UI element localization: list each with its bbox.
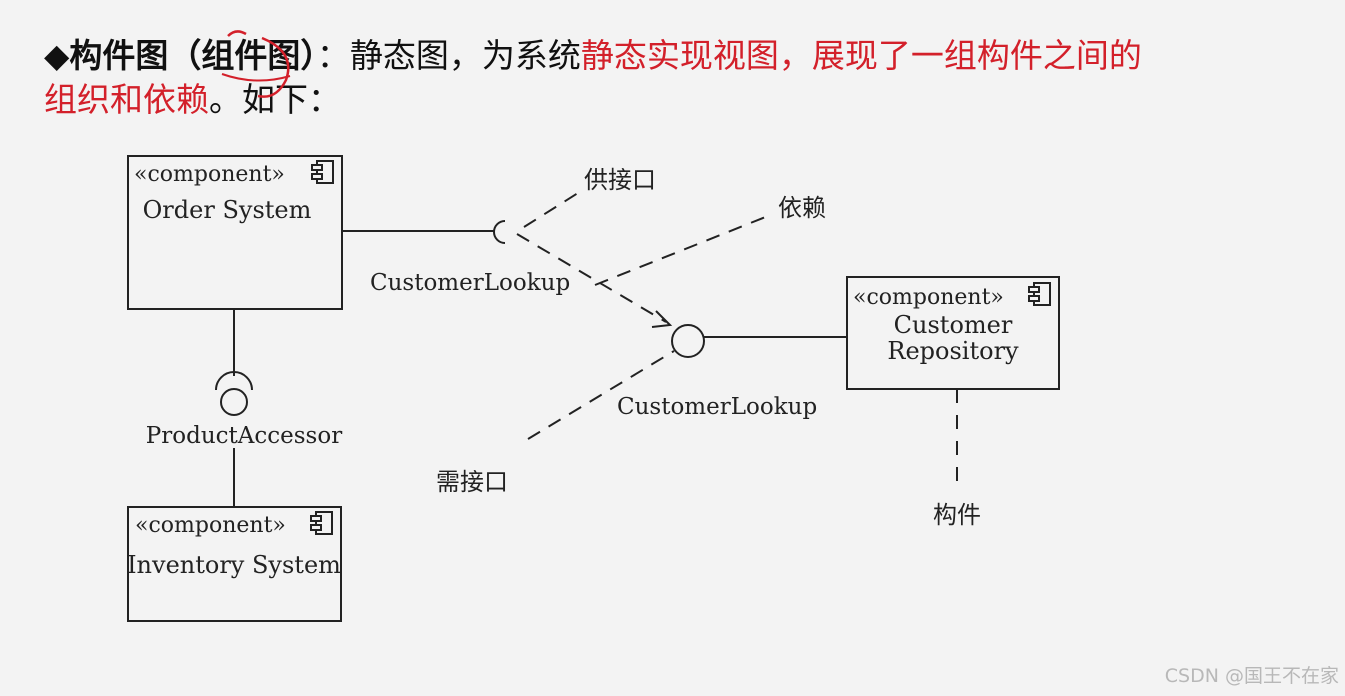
heading-highlight-1: 静态实现视图，展现了一组构件之间的 <box>580 36 1142 75</box>
required-interface-annotation-line <box>527 350 675 440</box>
handwritten-underline <box>221 73 291 82</box>
customer-repository-stereotype: «component» <box>853 285 1004 310</box>
customer-repository-name-line1: Customer <box>894 311 1013 339</box>
watermark: CSDN @国王不在家 <box>1164 665 1339 687</box>
required-interface-annotation: 需接口 <box>436 468 508 496</box>
dependency-annotation-line <box>594 213 774 286</box>
customer-repository-component: «component» Customer Repository <box>846 276 1060 390</box>
order-system-stereotype: «component» <box>134 162 285 187</box>
inventory-system-stereotype: «component» <box>135 513 286 538</box>
provided-interface-annotation-line <box>523 192 579 228</box>
heading-highlight-2: 组织和依赖 <box>44 80 209 119</box>
heading-text: ◆构件图（组件图）：静态图，为系统静态实现视图，展现了一组构件之间的 组织和依赖… <box>44 34 1304 122</box>
provided-interface-annotation: 供接口 <box>584 166 656 194</box>
heading-bullet: ◆ <box>44 36 70 75</box>
heading-intro: 静态图，为系统 <box>349 36 581 75</box>
product-accessor-ball <box>220 388 248 416</box>
product-accessor-label: ProductAccessor <box>146 423 342 449</box>
order-system-component: «component» Order System <box>127 155 343 310</box>
customer-lookup-provided-label: CustomerLookup <box>617 394 817 420</box>
dependency-arrow <box>516 233 667 323</box>
provided-interface-ball <box>671 324 705 358</box>
handwritten-mark <box>227 30 290 98</box>
dependency-annotation: 依赖 <box>778 194 826 222</box>
inventory-system-name: Inventory System <box>127 551 341 579</box>
heading-line-2: 组织和依赖。如下： <box>44 78 1304 122</box>
heading-line-1: ◆构件图（组件图）：静态图，为系统静态实现视图，展现了一组构件之间的 <box>44 34 1304 78</box>
heading-title: 构件图（组件图） <box>69 36 317 75</box>
inventory-system-component: «component» Inventory System <box>127 506 342 622</box>
heading-colon: ： <box>316 36 350 75</box>
product-accessor-socket <box>215 371 253 391</box>
heading-tail: 。如下： <box>209 80 341 119</box>
order-system-name: Order System <box>143 196 312 224</box>
customer-lookup-required-label: CustomerLookup <box>370 270 570 296</box>
dependency-arrowhead <box>651 310 673 328</box>
customer-repository-name-line2: Repository <box>887 337 1019 365</box>
required-interface-socket <box>493 220 506 244</box>
component-annotation: 构件 <box>933 501 981 529</box>
